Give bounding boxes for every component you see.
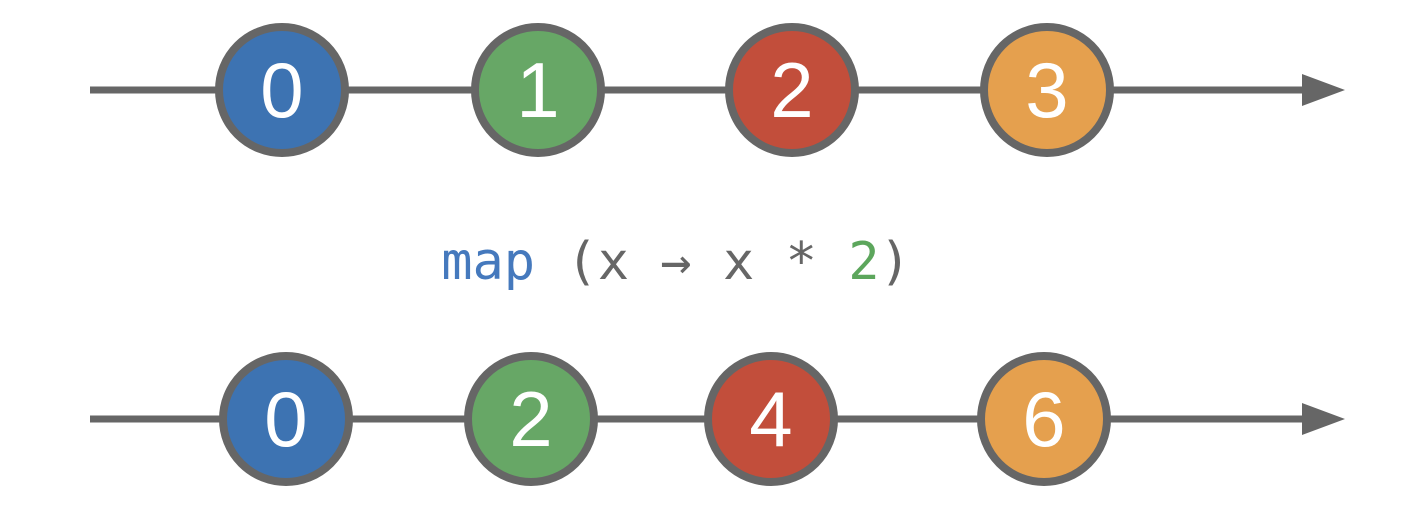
marble-value: 4 <box>749 375 792 463</box>
input-stream: 0 1 2 3 <box>90 23 1345 157</box>
marble <box>471 23 605 157</box>
marble <box>980 23 1114 157</box>
timeline-arrowhead-icon <box>1302 403 1345 435</box>
marble-value: 0 <box>260 46 303 134</box>
marble <box>704 352 838 486</box>
marble-value: 2 <box>770 46 813 134</box>
marble-value: 6 <box>1022 375 1065 463</box>
marble <box>977 352 1111 486</box>
marble-value: 2 <box>509 375 552 463</box>
marble <box>219 352 353 486</box>
operator-segment: (x → x * <box>535 232 848 292</box>
operator-label: map (x → x * 2) <box>441 232 911 292</box>
marble-value: 1 <box>516 46 559 134</box>
operator-segment: ) <box>880 232 911 292</box>
marble <box>464 352 598 486</box>
marble <box>725 23 859 157</box>
timeline-arrowhead-icon <box>1302 74 1345 106</box>
marble <box>215 23 349 157</box>
operator-segment: 2 <box>848 232 879 292</box>
marble-value: 3 <box>1025 46 1068 134</box>
marble-value: 0 <box>264 375 307 463</box>
output-stream: 0 2 4 6 <box>90 352 1345 486</box>
operator-segment: map <box>441 232 535 292</box>
